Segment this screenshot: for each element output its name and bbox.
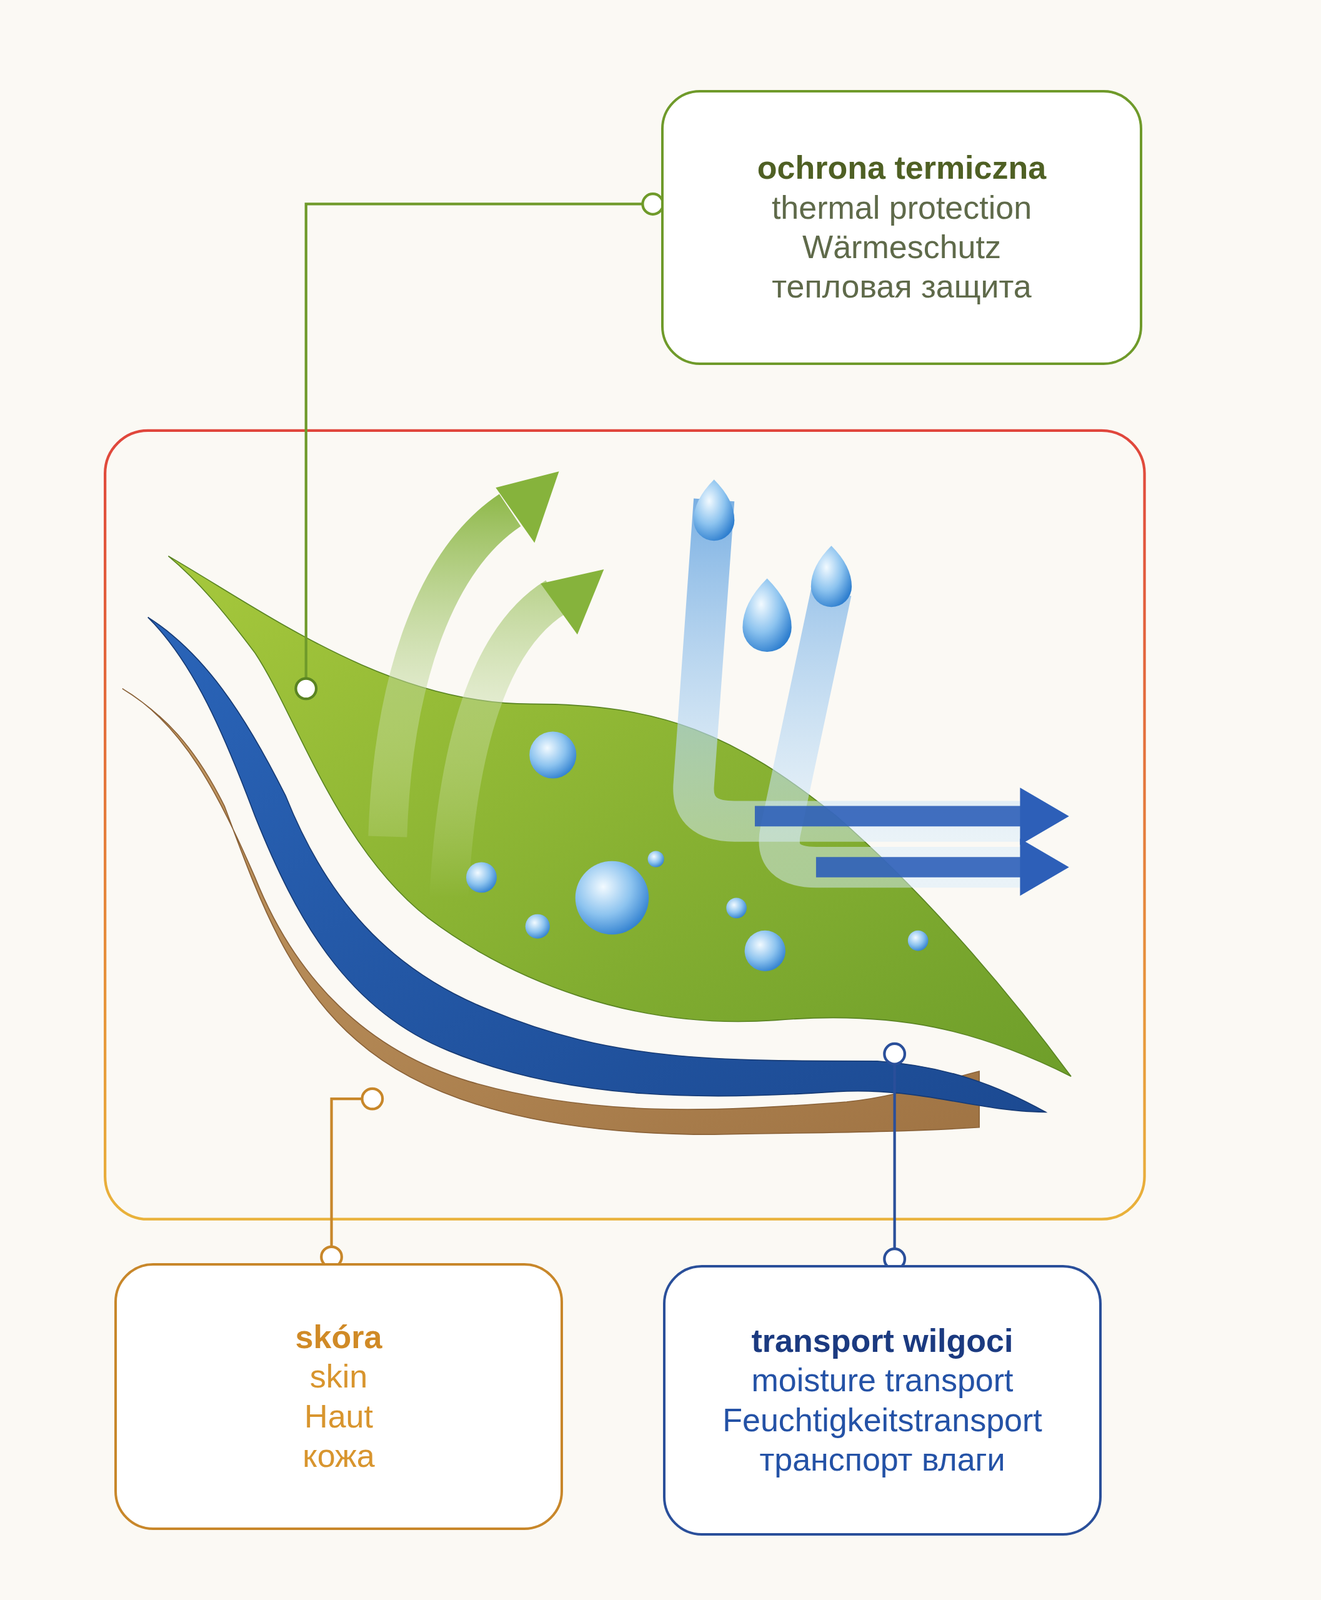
leader-dot bbox=[884, 1043, 905, 1065]
callout-line: кожа bbox=[302, 1435, 375, 1476]
water-bead bbox=[575, 861, 650, 935]
water-drop bbox=[742, 578, 792, 653]
callout-heading: ochrona termiczna bbox=[757, 148, 1047, 188]
moisture-arrowhead bbox=[1019, 838, 1069, 896]
callout-line: Wärmeschutz bbox=[802, 227, 1002, 267]
water-bead bbox=[907, 930, 929, 952]
leader-dot bbox=[295, 678, 317, 700]
skin-callout: skóraskinHautкожа bbox=[114, 1262, 564, 1530]
vapour-tube bbox=[693, 499, 1021, 822]
moisture-callout: transport wilgocimoisture transportFeuch… bbox=[662, 1264, 1102, 1536]
moisture-arrow bbox=[754, 806, 1026, 827]
leader-line bbox=[306, 203, 662, 688]
water-bead bbox=[726, 897, 747, 919]
water-bead bbox=[466, 861, 497, 893]
water-bead bbox=[529, 731, 577, 778]
callout-line: moisture transport bbox=[751, 1360, 1013, 1400]
frame bbox=[104, 430, 1145, 1220]
callout-heading: skóra bbox=[295, 1317, 383, 1357]
callout-heading: transport wilgoci bbox=[751, 1321, 1014, 1361]
water-drop bbox=[693, 479, 735, 541]
callout-line: транспорт влаги bbox=[759, 1439, 1005, 1480]
leader-dot bbox=[362, 1088, 384, 1110]
water-bead bbox=[525, 914, 550, 939]
callout-line: thermal protection bbox=[771, 188, 1032, 228]
heat-arrowhead bbox=[495, 471, 559, 543]
water-drop bbox=[811, 545, 852, 607]
callout-line: тепловая защита bbox=[771, 266, 1032, 307]
callout-line: skin bbox=[309, 1356, 368, 1396]
leader-line bbox=[331, 1098, 373, 1263]
heat-arrowhead bbox=[540, 569, 604, 635]
moisture-arrow bbox=[816, 856, 1026, 878]
callout-line: Feuchtigkeitstransport bbox=[722, 1400, 1043, 1440]
water-bead bbox=[648, 850, 665, 867]
thermal-layer bbox=[168, 556, 1072, 1077]
water-bead bbox=[744, 930, 786, 972]
leader-dot bbox=[642, 193, 663, 215]
moisture-arrowhead bbox=[1019, 787, 1069, 845]
thermal-callout: ochrona termicznathermal protectionWärme… bbox=[661, 89, 1143, 365]
leader-line bbox=[892, 1053, 896, 1265]
callout-line: Haut bbox=[304, 1396, 374, 1436]
